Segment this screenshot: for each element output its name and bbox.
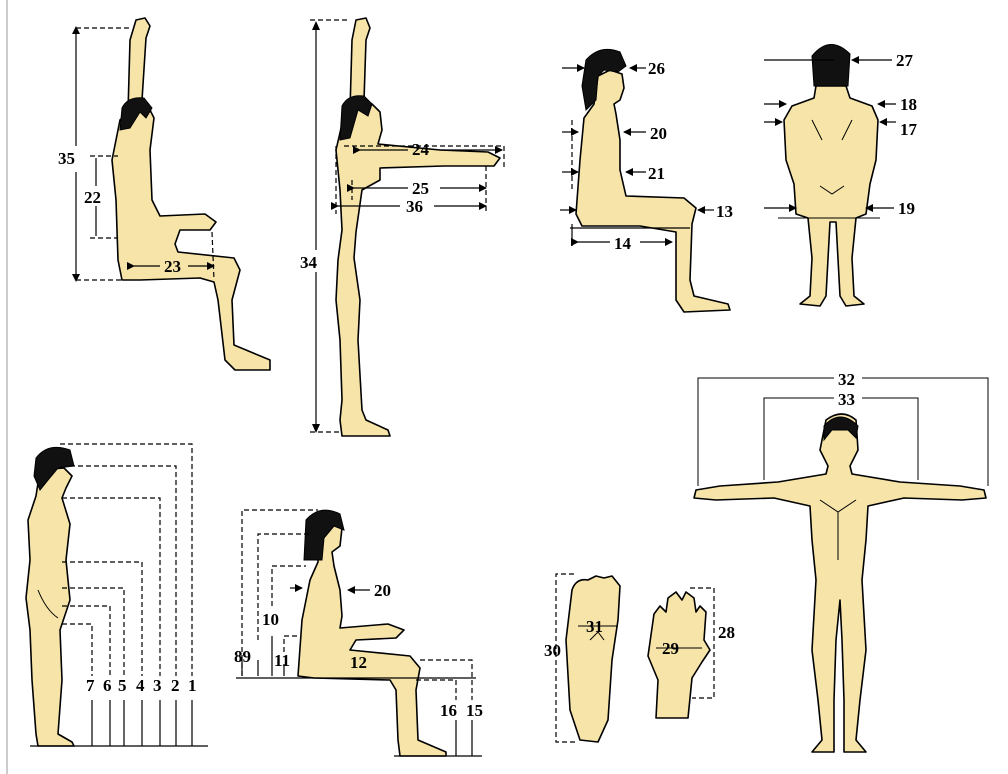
label-1: 1: [188, 676, 197, 695]
label-13: 13: [716, 202, 733, 221]
label-18: 18: [900, 95, 917, 114]
label-23: 23: [164, 257, 181, 276]
label-10: 10: [262, 610, 279, 629]
dim-34-24-25-36: [310, 20, 504, 433]
label-8-9: 89: [234, 647, 251, 666]
label-28: 28: [718, 623, 735, 642]
label-5: 5: [118, 676, 127, 695]
back-view-figure: [784, 44, 878, 306]
label-11: 11: [274, 651, 290, 670]
label-35: 35: [58, 149, 75, 168]
label-20-seated: 20: [650, 124, 667, 143]
label-12: 12: [350, 653, 367, 672]
label-21: 21: [648, 164, 665, 183]
label-7: 7: [86, 676, 95, 695]
label-24: 24: [412, 140, 430, 159]
label-29: 29: [662, 639, 679, 658]
label-20-woman: 20: [374, 581, 391, 600]
seated-arm-raised-figure: [112, 18, 270, 370]
label-4: 4: [136, 676, 145, 695]
standing-arm-raised-figure: [336, 18, 500, 436]
hand-figure: [648, 592, 710, 718]
label-14: 14: [614, 234, 632, 253]
seated-woman-figure: [298, 510, 446, 756]
label-33: 33: [838, 390, 855, 409]
label-36: 36: [406, 197, 423, 216]
arms-spread-figure: [694, 414, 986, 752]
label-2: 2: [171, 676, 180, 695]
label-32: 32: [838, 370, 855, 389]
label-25: 25: [412, 179, 429, 198]
label-3: 3: [153, 676, 162, 695]
label-22: 22: [84, 188, 101, 207]
label-26: 26: [648, 59, 665, 78]
foot-figure: [566, 576, 620, 742]
standing-side-figure: [26, 447, 74, 746]
label-19: 19: [898, 199, 915, 218]
label-6: 6: [103, 676, 112, 695]
label-27: 27: [896, 51, 914, 70]
label-17: 17: [900, 120, 918, 139]
label-15: 15: [466, 701, 483, 720]
label-34: 34: [300, 253, 318, 272]
label-30: 30: [544, 641, 561, 660]
label-16: 16: [440, 701, 457, 720]
label-31: 31: [586, 617, 603, 636]
